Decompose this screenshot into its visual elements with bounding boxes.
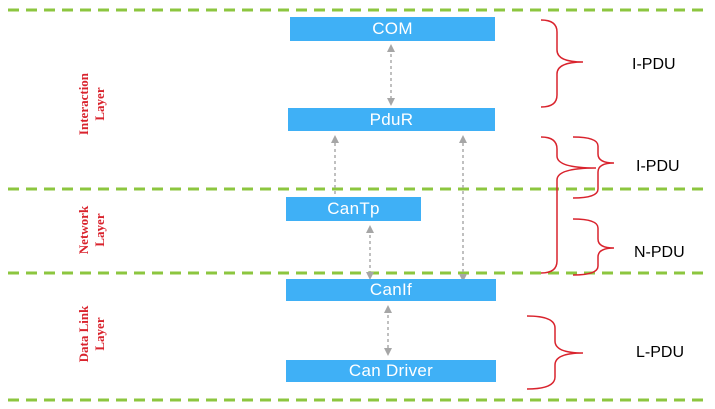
bracket-lpdu <box>526 315 584 390</box>
module-com: COM <box>290 17 495 41</box>
bracket-upper-ipdu <box>572 136 615 199</box>
bracket-com-pdur <box>540 19 584 108</box>
module-can-driver: Can Driver <box>286 360 496 382</box>
layer-label-network: Network Layer <box>76 205 107 255</box>
module-cantp: CanTp <box>286 197 421 221</box>
pdu-label-npdu: N-PDU <box>634 244 685 261</box>
layer-label-datalink: Data Link Layer <box>76 305 107 363</box>
pdu-label-ipdu-mid: I-PDU <box>636 158 680 175</box>
pdu-label-lpdu: L-PDU <box>636 344 685 361</box>
layer-label-interaction: Interaction Layer <box>76 72 107 136</box>
bracket-large <box>540 136 597 274</box>
module-canif: CanIf <box>286 279 496 301</box>
bracket-npdu <box>572 218 615 276</box>
module-pdur: PduR <box>288 108 495 131</box>
pdu-label-ipdu-upper: I-PDU <box>632 56 676 73</box>
